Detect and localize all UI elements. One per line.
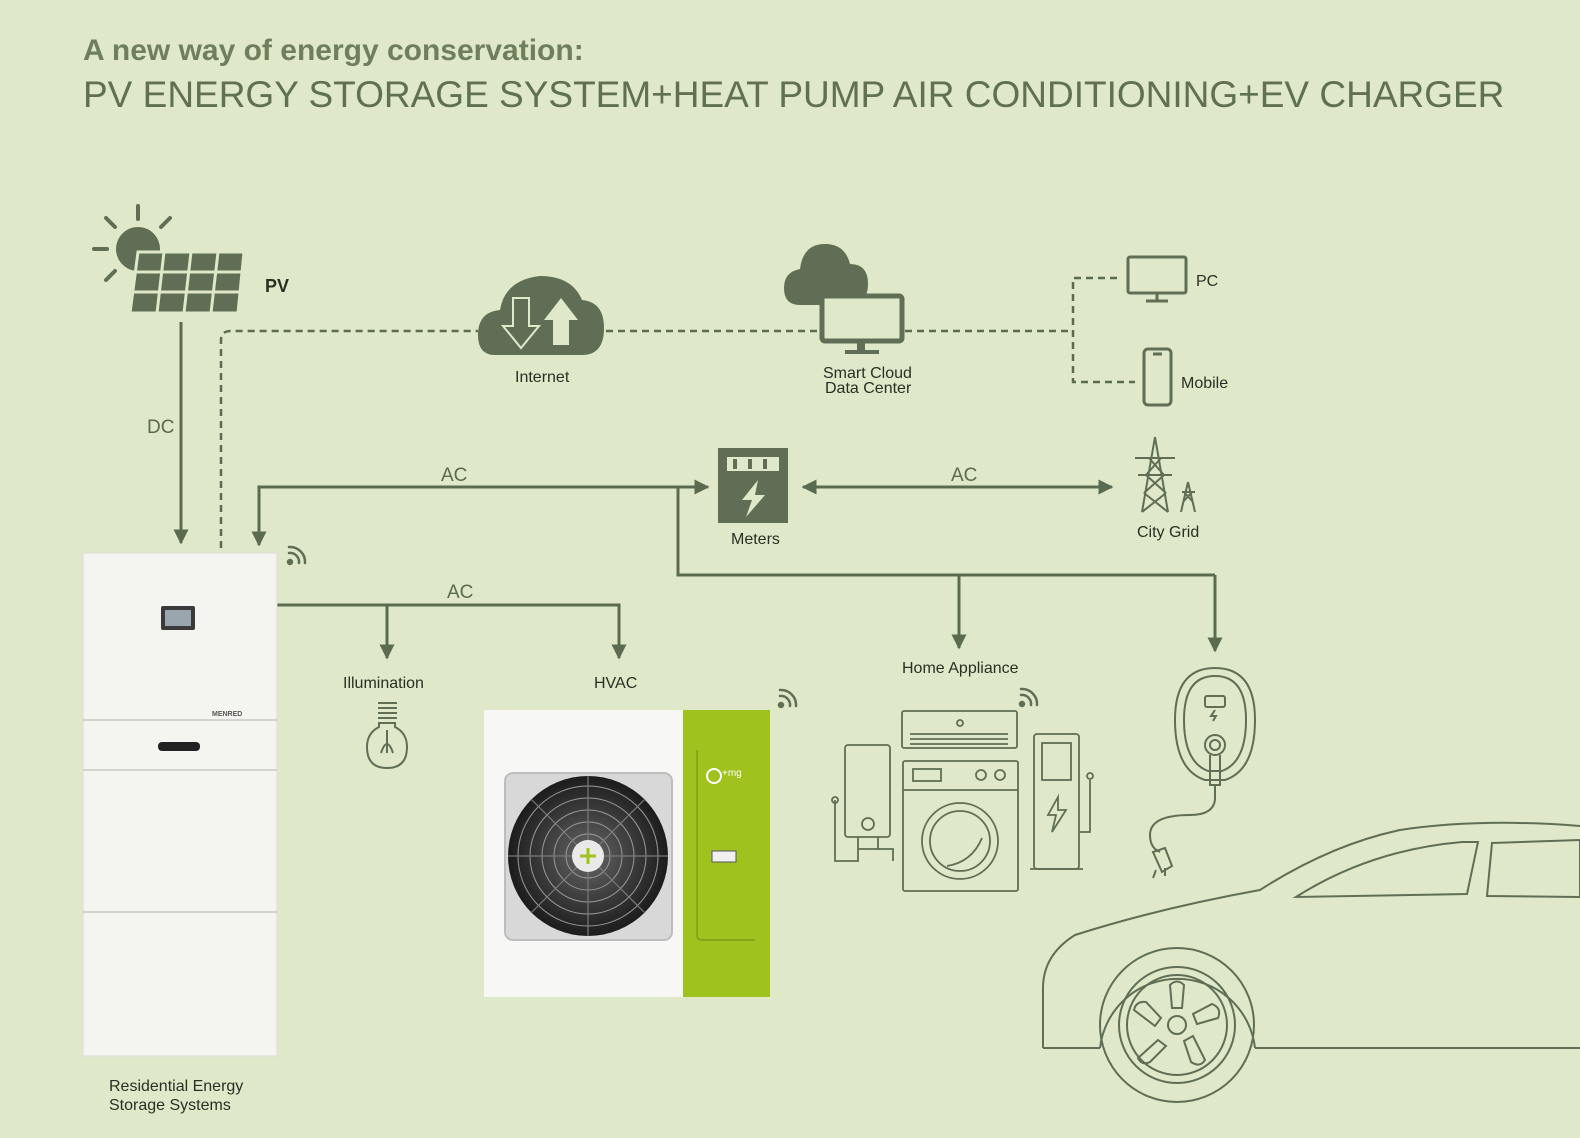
meter-branch-line [676,487,1215,577]
mobile-label: Mobile [1181,375,1228,392]
mobile-phone-icon [1142,347,1173,407]
charging-station-icon [1030,733,1094,870]
wifi-icon [1018,687,1039,708]
ac-loads-line [277,603,627,660]
ev-wall-charger-icon [1148,666,1257,879]
meter-icon [718,448,788,523]
connection-lines [173,276,1223,660]
hvac-label: HVAC [594,675,637,692]
electric-car-outline [1042,821,1580,1103]
page-subtitle: PV ENERGY STORAGE SYSTEM+HEAT PUMP AIR C… [83,74,1505,115]
storage-brand: MENRED [212,711,242,718]
meters-label: Meters [731,531,780,548]
water-heater-icon [831,744,894,862]
dc-label: DC [147,417,174,438]
storage-label-line2: Storage Systems [109,1097,231,1114]
network-dashed-line [219,329,478,548]
pc-monitor-icon [1126,255,1188,303]
pv-label: PV [265,276,289,296]
cloud-upload-download-icon [478,276,604,355]
storage-label-line1: Residential Energy [109,1078,243,1095]
air-conditioner-icon [901,710,1018,749]
car-wheel [1099,947,1255,1103]
devices-branch-dashed-line [1071,276,1135,384]
internet-label: Internet [515,369,570,386]
light-bulb-icon [365,702,409,770]
ac-loads-label: AC [447,582,473,603]
storage-indicator-bar [158,742,200,751]
illumination-label: Illumination [343,675,424,692]
hvac-brand: +mg [722,768,742,779]
page-title: A new way of energy conservation: [83,34,584,67]
cloud-label-line1: Smart Cloud [823,365,912,382]
cloud-label-line2: Data Center [825,380,912,397]
home-appliance-label: Home Appliance [902,660,1019,677]
wifi-icon [286,545,307,566]
washing-machine-icon [902,760,1019,892]
ac-grid-label: AC [951,465,977,486]
pc-label: PC [1196,273,1218,290]
ac-meter-line [251,479,710,547]
heat-pump-unit: +mg [484,710,770,997]
wifi-icon [777,688,798,709]
power-tower-icon [1135,436,1196,513]
cloud-monitor-icon [784,244,905,354]
energy-storage-unit: MENRED [82,552,278,1057]
city-grid-label: City Grid [1137,524,1199,541]
solar-panel-icon [92,204,246,315]
ac-meter-label: AC [441,465,467,486]
